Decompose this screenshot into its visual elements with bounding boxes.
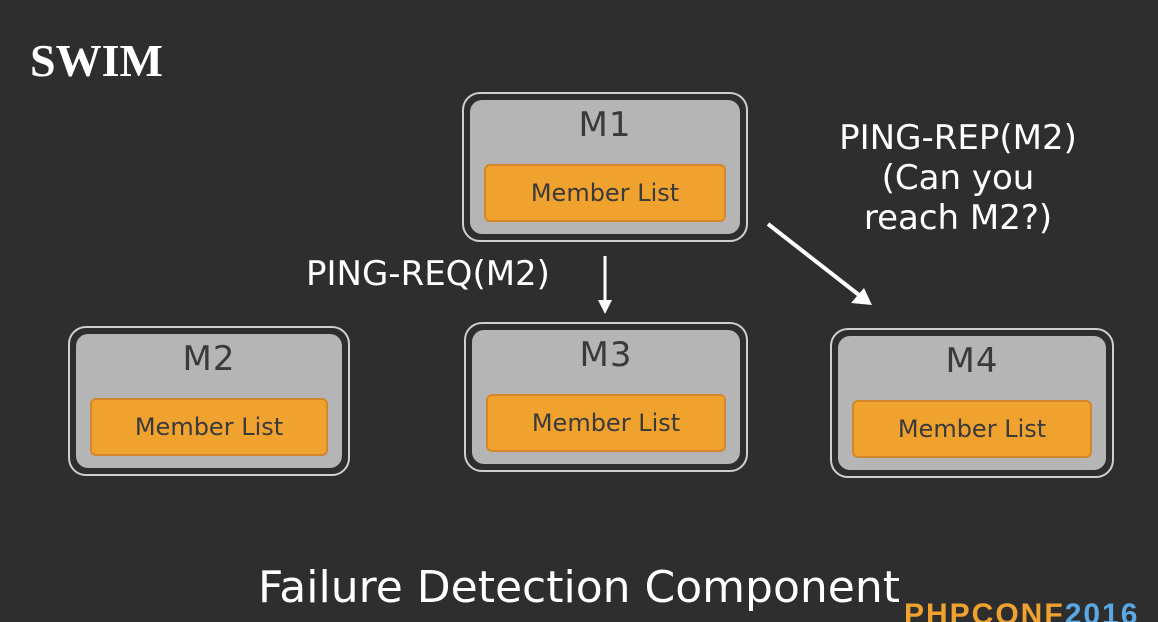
ping-rep-line-1: PING-REP(M2) (839, 118, 1077, 158)
brand-logo: PHPCONF2016 (904, 600, 1139, 622)
node-m4-label: M4 (945, 341, 999, 381)
node-m3-body: M3 Member List (472, 330, 740, 464)
node-m2: M2 Member List (68, 326, 350, 476)
slide-title: SWIM (30, 35, 163, 86)
brand-year: 2016 (1064, 598, 1140, 622)
node-m1-member-list: Member List (484, 164, 726, 222)
node-m4-body: M4 Member List (838, 336, 1106, 470)
node-m2-member-list: Member List (90, 398, 328, 456)
node-m4-member-list: Member List (852, 400, 1092, 458)
node-m2-label: M2 (182, 339, 236, 379)
node-m1: M1 Member List (462, 92, 748, 242)
ping-rep-label: PING-REP(M2) (Can you reach M2?) (818, 118, 1098, 238)
ping-rep-line-2: (Can you (881, 158, 1035, 199)
ping-req-label: PING-REQ(M2) (306, 254, 550, 294)
node-m3: M3 Member List (464, 322, 748, 472)
ping-rep-line-3: reach M2?) (863, 198, 1053, 239)
node-m2-body: M2 Member List (76, 334, 342, 468)
node-m4: M4 Member List (830, 328, 1114, 478)
brand-main: PHPCONF (904, 598, 1065, 622)
ping-req-arrow (598, 256, 612, 314)
footer-caption: Failure Detection Component (258, 562, 900, 613)
node-m1-body: M1 Member List (470, 100, 740, 234)
node-m3-member-list: Member List (486, 394, 726, 452)
node-m1-label: M1 (578, 105, 632, 145)
node-m3-label: M3 (579, 335, 633, 375)
